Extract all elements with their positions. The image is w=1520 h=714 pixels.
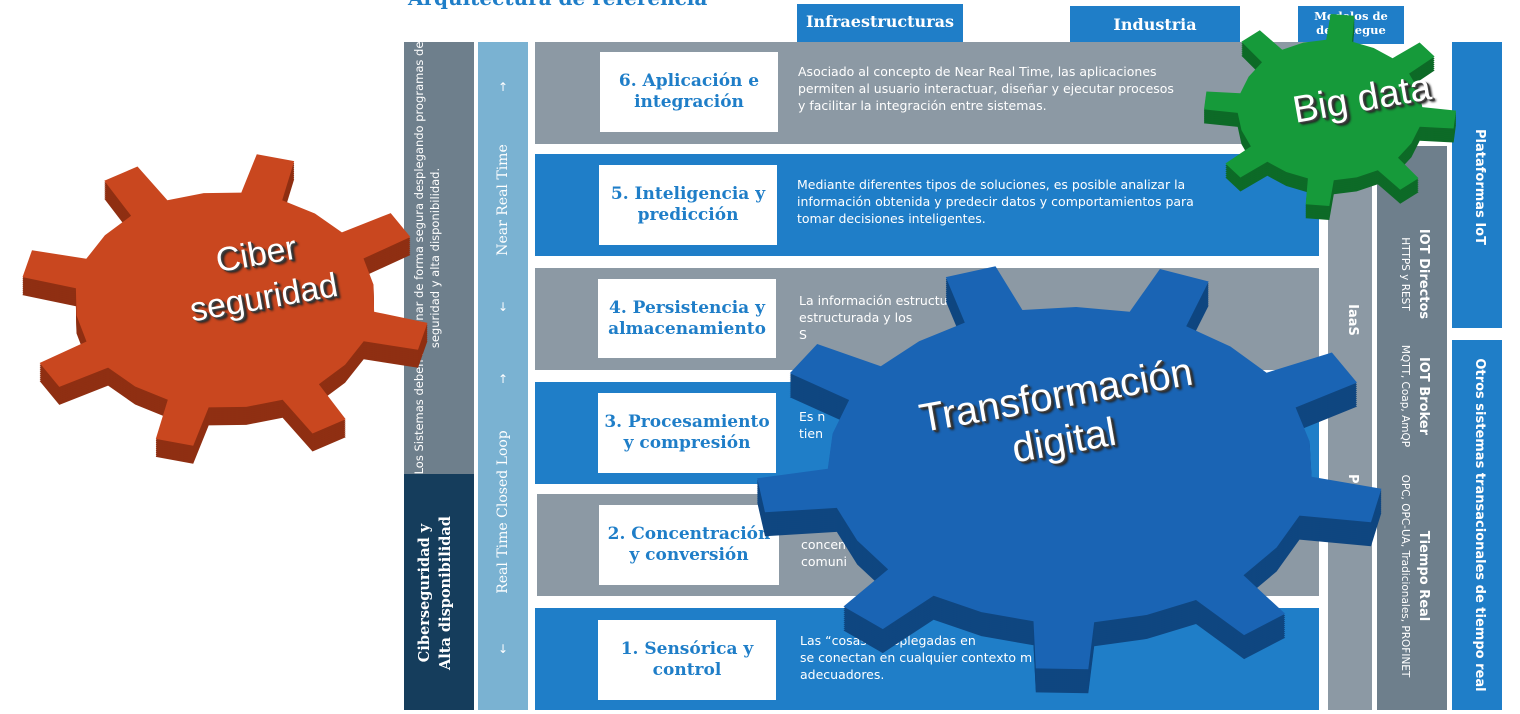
arrow-up-icon: ↑: [497, 372, 509, 386]
security-label-panel: [404, 474, 474, 710]
gear-face: [1204, 14, 1456, 206]
near-real-time-label: Near Real Time: [495, 144, 511, 256]
timeline-column: [478, 42, 528, 710]
otros-sistemas-label: Otros sistemas transacionales de tiempo …: [1472, 358, 1487, 692]
tab-infraestructuras: Infraestructuras: [797, 4, 963, 42]
arrow-down-icon: ↓: [497, 642, 509, 656]
gear-face: [22, 154, 428, 446]
otros-sistemas-column: [1452, 340, 1502, 710]
page-title: Arquitectura de referencia: [408, 0, 707, 10]
layer-description-5: Mediante diferentes tipos de soluciones,…: [797, 177, 1194, 226]
security-description-panel: [404, 42, 474, 474]
big-data-gear-icon: [1204, 14, 1456, 220]
arrow-up-icon: ↑: [497, 80, 509, 94]
closed-loop-label: Real Time Closed Loop: [495, 430, 511, 594]
transformacion-digital-gear-icon: [757, 266, 1382, 694]
iaas-column: [1328, 146, 1372, 710]
tab-industria-label: Industria: [1113, 15, 1197, 34]
arrow-down-icon: ↓: [497, 300, 509, 314]
tab-industria: Industria: [1070, 6, 1240, 44]
gear-face: [757, 266, 1382, 670]
plataformas-iot-column: [1452, 42, 1502, 328]
ciberseguridad-gear-icon: [22, 154, 428, 464]
plataformas-iot-label: Plataformas IoT: [1472, 129, 1487, 245]
tab-infraestructuras-label: Infraestructuras: [805, 12, 954, 31]
protocols-column: [1377, 146, 1447, 710]
layer-description-6: Asociado al concepto de Near Real Time, …: [798, 64, 1174, 113]
